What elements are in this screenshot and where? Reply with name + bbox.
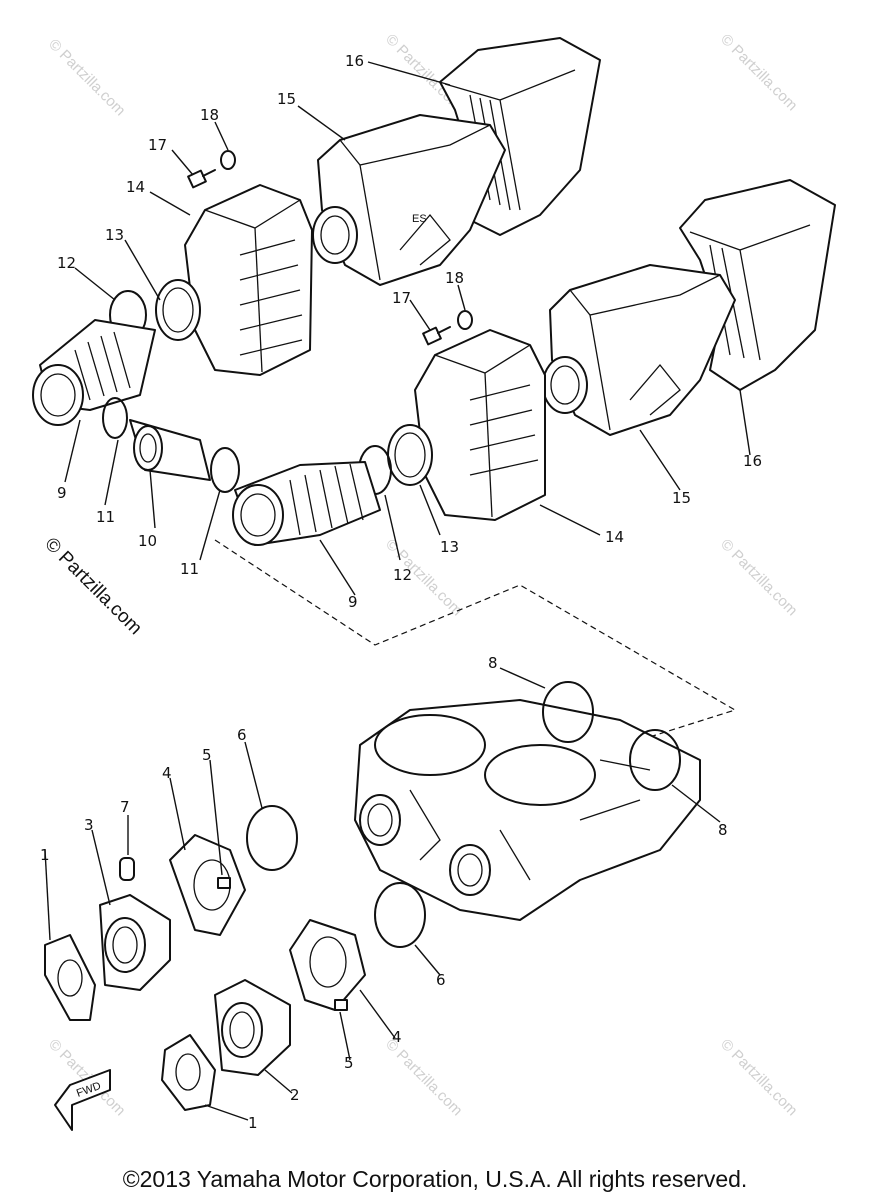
bolt-17-upper [187, 169, 216, 189]
carb-clamp-6-lower [374, 882, 426, 948]
callout-15: 15 [277, 90, 296, 108]
callout-12: 12 [393, 566, 412, 584]
callout-11: 11 [96, 508, 115, 526]
callout-leaders [44, 61, 751, 1121]
callout-8: 8 [718, 821, 728, 839]
watermark: © Partzilla.com [717, 1036, 800, 1119]
intake-hose-upper [32, 319, 156, 426]
callout-18: 18 [445, 269, 464, 287]
callout-16: 16 [345, 52, 364, 70]
watermark: © Partzilla.com [45, 36, 128, 119]
air-cleaner-case-lower [542, 264, 736, 436]
gasket-1-upper [44, 934, 96, 1021]
callout-7: 7 [120, 798, 130, 816]
cap-7 [119, 857, 135, 881]
intake-hose-lower [232, 461, 381, 546]
watermark: © Partzilla.com [717, 31, 800, 114]
callout-14: 14 [126, 178, 145, 196]
callout-9: 9 [57, 484, 67, 502]
forward-arrow-icon: FWD [54, 1069, 111, 1131]
callout-11: 11 [180, 560, 199, 578]
callout-16: 16 [743, 452, 762, 470]
callout-17: 17 [148, 136, 167, 154]
callout-5: 5 [202, 746, 212, 764]
svg-text:ES: ES [412, 213, 427, 225]
callout-1: 1 [40, 846, 50, 864]
callout-1: 1 [248, 1114, 258, 1132]
intake-manifold-2 [214, 979, 291, 1076]
connecting-pipe [102, 397, 240, 493]
carburetor-assembly [354, 699, 701, 921]
carb-clamp-8-right [629, 729, 681, 791]
side-watermark: © Partzilla.com [40, 534, 145, 639]
carb-joint-4-upper [169, 834, 246, 936]
screw-5-upper [217, 877, 231, 889]
watermark: © Partzilla.com [717, 536, 800, 619]
callout-4: 4 [162, 764, 172, 782]
callout-3: 3 [84, 816, 94, 834]
callout-14: 14 [605, 528, 624, 546]
callout-10: 10 [138, 532, 157, 550]
assembly-leader [214, 539, 737, 741]
air-cleaner-case-upper: ES [312, 114, 506, 286]
callout-numbers: 16 15 18 17 14 13 12 9 11 10 11 9 12 13 … [40, 52, 762, 1132]
callout-13: 13 [105, 226, 124, 244]
washer-18-lower [457, 310, 473, 330]
intake-manifold-3 [99, 894, 171, 991]
carb-clamp-6-upper [246, 805, 298, 871]
callout-18: 18 [200, 106, 219, 124]
callout-13: 13 [440, 538, 459, 556]
callout-4: 4 [392, 1028, 402, 1046]
carb-joint-4-lower [289, 919, 366, 1011]
callout-6: 6 [436, 971, 446, 989]
callout-15: 15 [672, 489, 691, 507]
callout-2: 2 [290, 1086, 300, 1104]
copyright-footer: ©2013 Yamaha Motor Corporation, U.S.A. A… [122, 1166, 748, 1192]
washer-18-upper [220, 150, 236, 170]
callout-12: 12 [57, 254, 76, 272]
carb-clamp-8-upper [542, 681, 594, 743]
callout-9: 9 [348, 593, 358, 611]
watermark: © Partzilla.com [382, 1036, 465, 1119]
air-box-upper [184, 184, 313, 376]
screw-5-lower [334, 999, 348, 1011]
callout-17: 17 [392, 289, 411, 307]
callout-6: 6 [237, 726, 247, 744]
gasket-1-lower [161, 1034, 216, 1111]
callout-5: 5 [344, 1054, 354, 1072]
callout-8: 8 [488, 654, 498, 672]
air-box-lower [414, 329, 546, 521]
bolt-17-lower [422, 326, 451, 346]
